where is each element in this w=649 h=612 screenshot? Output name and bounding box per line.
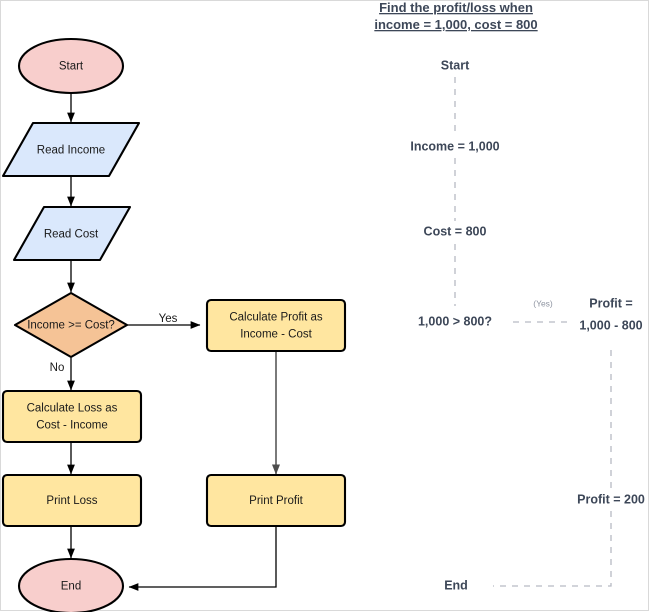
- trace-title-line2: income = 1,000, cost = 800: [374, 17, 537, 32]
- trace-step-end: End: [444, 578, 468, 592]
- trace-step-profit-expression-line2: 1,000 - 800: [579, 318, 642, 332]
- node-decision[interactable]: Income >= Cost?: [13, 291, 129, 359]
- node-calculate-profit[interactable]: Calculate Profit as Income - Cost: [205, 298, 347, 353]
- trace-title-line1: Find the profit/loss when: [379, 0, 533, 15]
- read-income-label: Read Income: [37, 145, 105, 157]
- end-label: End: [61, 581, 81, 593]
- trace-branch-label-yes: (Yes): [533, 298, 553, 308]
- node-end[interactable]: End: [17, 557, 125, 612]
- edge-label-yes: Yes: [159, 313, 178, 325]
- node-start[interactable]: Start: [17, 37, 125, 95]
- node-print-profit[interactable]: Print Profit: [205, 473, 347, 528]
- trace-step-cost: Cost = 800: [424, 224, 487, 238]
- print-profit-process-shape: [205, 473, 347, 528]
- node-read-cost[interactable]: Read Cost: [12, 205, 132, 262]
- trace-connector-profit-value-to-end: [493, 511, 612, 587]
- read-income-io-shape: [1, 121, 141, 178]
- trace-step-profit-value: Profit = 200: [577, 492, 645, 506]
- start-label: Start: [59, 61, 84, 73]
- edge-print-profit-to-end: [128, 526, 277, 591]
- print-profit-label: Print Profit: [249, 495, 303, 507]
- read-cost-label: Read Cost: [44, 229, 99, 241]
- print-loss-process-shape: [1, 473, 143, 528]
- calculate-loss-label-line2: Cost - Income: [36, 420, 108, 432]
- start-terminator-shape: [17, 37, 125, 95]
- calculate-profit-label-line1: Calculate Profit as: [229, 312, 323, 324]
- trace-step-income: Income = 1,000: [410, 139, 499, 153]
- calculate-loss-label-line1: Calculate Loss as: [27, 403, 118, 415]
- decision-label: Income >= Cost?: [27, 320, 115, 332]
- node-print-loss[interactable]: Print Loss: [1, 473, 143, 528]
- print-loss-label: Print Loss: [46, 495, 97, 507]
- calculate-loss-process-shape: [1, 389, 143, 444]
- decision-diamond-shape: [13, 291, 129, 359]
- trace-step-condition: 1,000 > 800?: [418, 314, 492, 328]
- node-read-income[interactable]: Read Income: [1, 121, 141, 178]
- read-cost-io-shape: [12, 205, 132, 262]
- trace-step-profit-expression-line1: Profit =: [589, 296, 632, 310]
- edge-label-no: No: [50, 362, 65, 374]
- calculate-profit-process-shape: [205, 298, 347, 353]
- node-calculate-loss[interactable]: Calculate Loss as Cost - Income: [1, 389, 143, 444]
- end-terminator-shape: [17, 557, 125, 612]
- calculate-profit-label-line2: Income - Cost: [240, 329, 312, 341]
- trace-step-start: Start: [441, 58, 470, 72]
